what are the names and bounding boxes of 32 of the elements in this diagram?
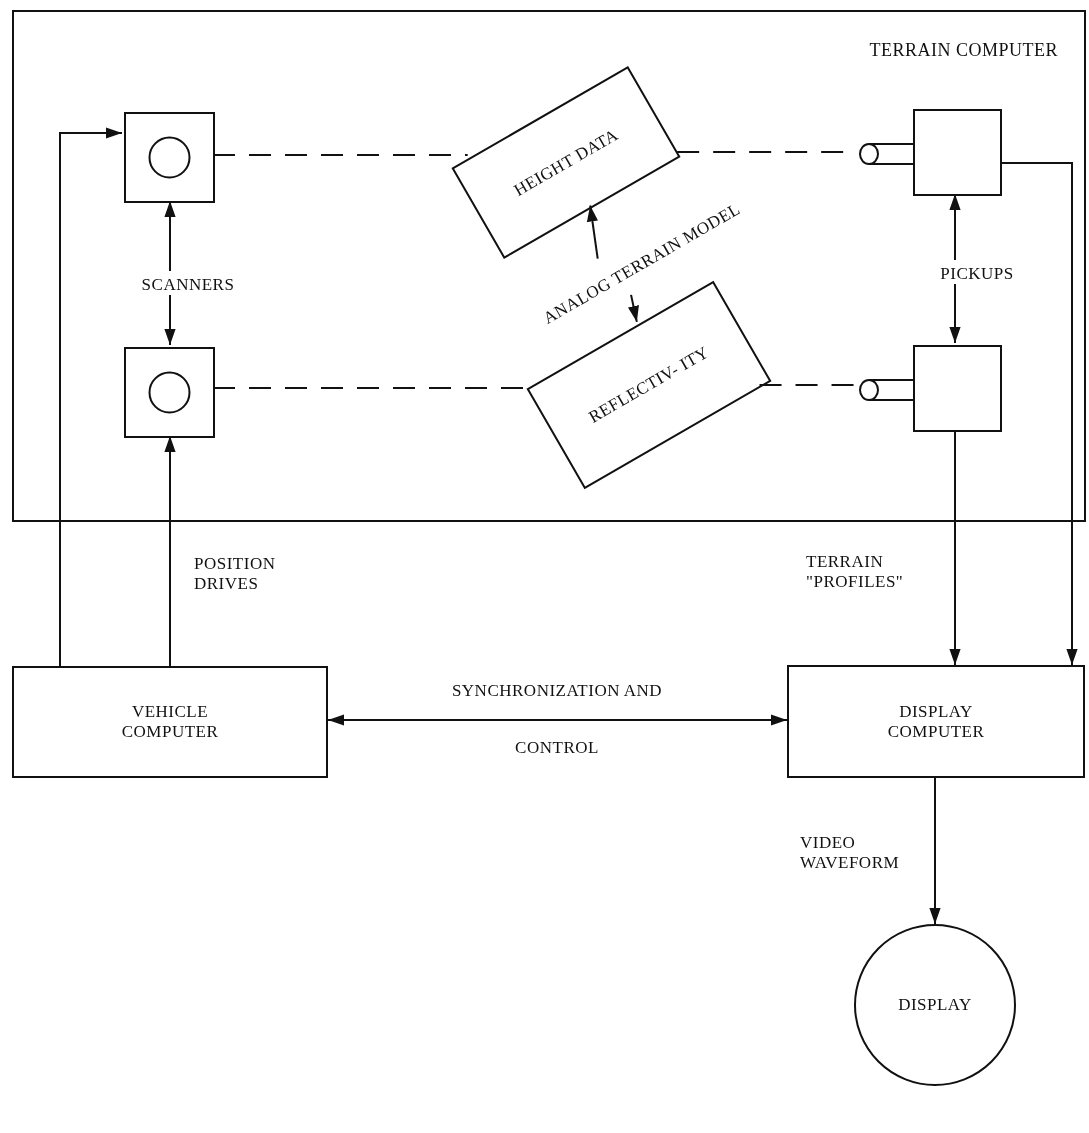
component-label: SCANNERS xyxy=(128,273,248,297)
arrow xyxy=(949,429,961,666)
dashed-connector xyxy=(212,154,469,156)
system-boundary xyxy=(12,10,1086,522)
edge-label: SYNCHRONIZATION AND CONTROL xyxy=(450,680,664,759)
arrow xyxy=(586,204,599,260)
dashed-connector xyxy=(758,384,856,386)
box-label: DISPLAY xyxy=(898,995,972,1015)
edge-label: TERRAIN "PROFILES" xyxy=(806,552,905,593)
arrow xyxy=(59,127,123,667)
process-box xyxy=(12,666,328,778)
pickup-drawing xyxy=(857,345,1002,432)
arrow xyxy=(949,193,961,261)
process-box xyxy=(787,665,1085,778)
box-label: VEHICLE COMPUTER xyxy=(120,702,220,742)
edge-label: POSITION DRIVES xyxy=(194,554,277,595)
pickup-drawing xyxy=(857,109,1002,196)
display-circle xyxy=(854,924,1016,1086)
component-label: PICKUPS xyxy=(917,262,1037,286)
edge-label: VIDEO WAVEFORM xyxy=(800,833,901,874)
arrow xyxy=(929,777,941,925)
box-label: DISPLAY COMPUTER xyxy=(886,701,986,742)
arrow xyxy=(949,283,961,344)
arrow xyxy=(164,294,176,346)
group-title: TERRAIN COMPUTER xyxy=(869,40,1058,62)
arrow xyxy=(164,435,176,667)
arrow xyxy=(628,293,639,323)
arrow xyxy=(999,162,1078,666)
arrow xyxy=(164,200,176,272)
arrow xyxy=(327,714,788,726)
scanner-box xyxy=(124,112,215,203)
scanner-box xyxy=(124,347,215,438)
